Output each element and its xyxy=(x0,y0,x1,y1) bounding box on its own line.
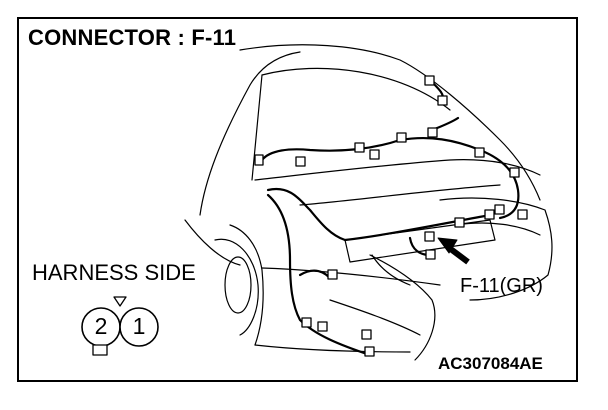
pin-number-1: 1 xyxy=(132,313,146,339)
connector-arrow xyxy=(437,237,470,265)
harness-side-label: HARNESS SIDE xyxy=(32,260,196,285)
connector-face-symbol xyxy=(81,296,159,356)
diagram-title: CONNECTOR : F-11 xyxy=(28,25,237,50)
car-body-outline xyxy=(184,44,553,361)
pin-number-2: 2 xyxy=(94,313,108,339)
harness-connectors xyxy=(254,75,528,357)
figure-code: AC307084AE xyxy=(438,354,543,373)
connector-label: F-11(GR) xyxy=(460,275,543,297)
